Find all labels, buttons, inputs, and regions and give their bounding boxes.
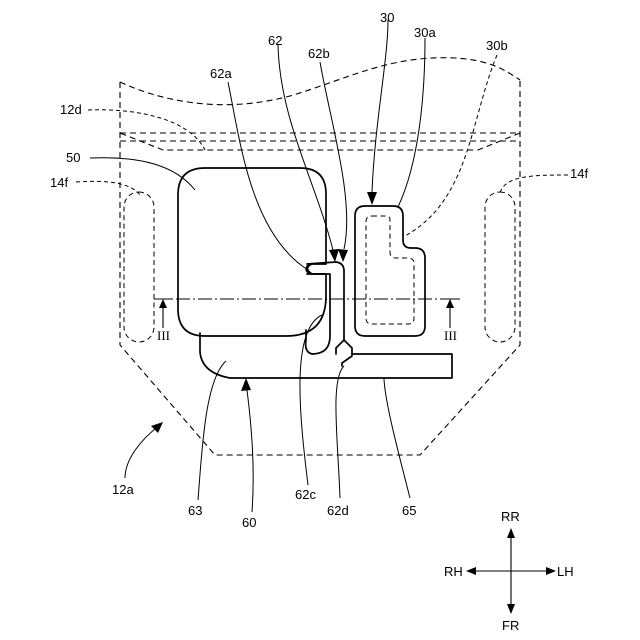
- label-14f-left: 14f: [50, 175, 68, 190]
- label-12a: 12a: [112, 482, 134, 497]
- label-62b: 62b: [308, 46, 330, 61]
- label-30a: 30a: [414, 25, 436, 40]
- slot-14f-right: [485, 192, 515, 342]
- compass-label-right: LH: [557, 564, 574, 579]
- label-50: 50: [66, 150, 80, 165]
- flange-12d: [120, 133, 520, 150]
- label-63: 63: [188, 503, 202, 518]
- component-30: [355, 206, 425, 336]
- label-30: 30: [380, 10, 394, 25]
- arrow-left-icon: [466, 567, 476, 575]
- label-65: 65: [402, 503, 416, 518]
- direction-compass: [466, 528, 556, 614]
- section-label-right: III: [444, 328, 457, 343]
- arrow-down-icon: [507, 604, 515, 614]
- slot-14f-left: [124, 192, 154, 342]
- section-label-left: III: [157, 328, 170, 343]
- arrow-right-icon: [546, 567, 556, 575]
- label-12d: 12d: [60, 102, 82, 117]
- label-60: 60: [242, 515, 256, 530]
- label-62: 62: [268, 33, 282, 48]
- label-30b: 30b: [486, 38, 508, 53]
- housing-outline: [120, 58, 520, 455]
- label-62a: 62a: [210, 66, 232, 81]
- label-62d: 62d: [327, 503, 349, 518]
- compass-label-down: FR: [502, 618, 519, 633]
- label-14f-right: 14f: [570, 166, 588, 181]
- compass-label-up: RR: [501, 509, 520, 524]
- label-62c: 62c: [295, 487, 316, 502]
- arrow-up-icon: [507, 528, 515, 538]
- component-50: [178, 168, 326, 336]
- component-62-hook: [306, 262, 352, 366]
- component-60-body: [200, 333, 452, 378]
- compass-label-left: RH: [444, 564, 463, 579]
